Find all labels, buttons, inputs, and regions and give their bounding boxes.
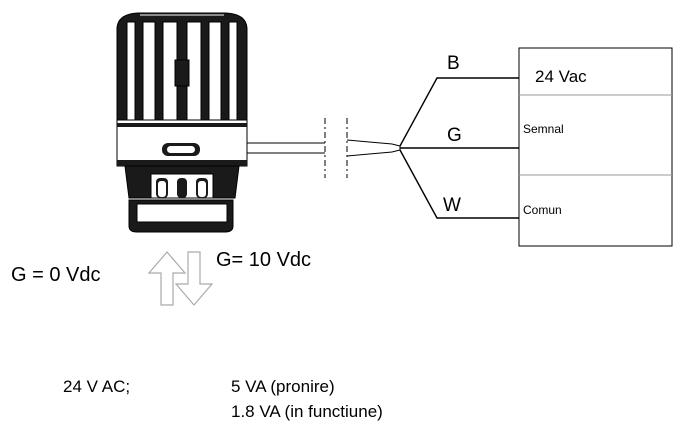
up-arrow-icon	[147, 251, 187, 306]
terminal-common-label: Comun	[523, 203, 562, 217]
actuator-icon	[116, 12, 248, 233]
terminal-supply-label: 24 Vac	[535, 67, 587, 86]
open-state-label: G= 10 Vdc	[216, 249, 312, 271]
terminal-box	[518, 47, 673, 247]
spec-power-start: 5 VA (pronire)	[231, 377, 335, 396]
terminal-signal-label: Semnal	[523, 122, 564, 136]
cable	[247, 118, 401, 178]
wire-label-b: B	[447, 53, 460, 74]
wire-label-g: G	[447, 125, 462, 146]
wire-lines	[399, 77, 519, 219]
wire-label-w: W	[443, 195, 461, 216]
closed-state-label: G = 0 Vdc	[11, 264, 101, 286]
down-arrow-icon	[174, 251, 214, 306]
spec-power-running: 1.8 VA (in functiune)	[231, 402, 383, 421]
spec-voltage: 24 V AC;	[63, 377, 131, 396]
